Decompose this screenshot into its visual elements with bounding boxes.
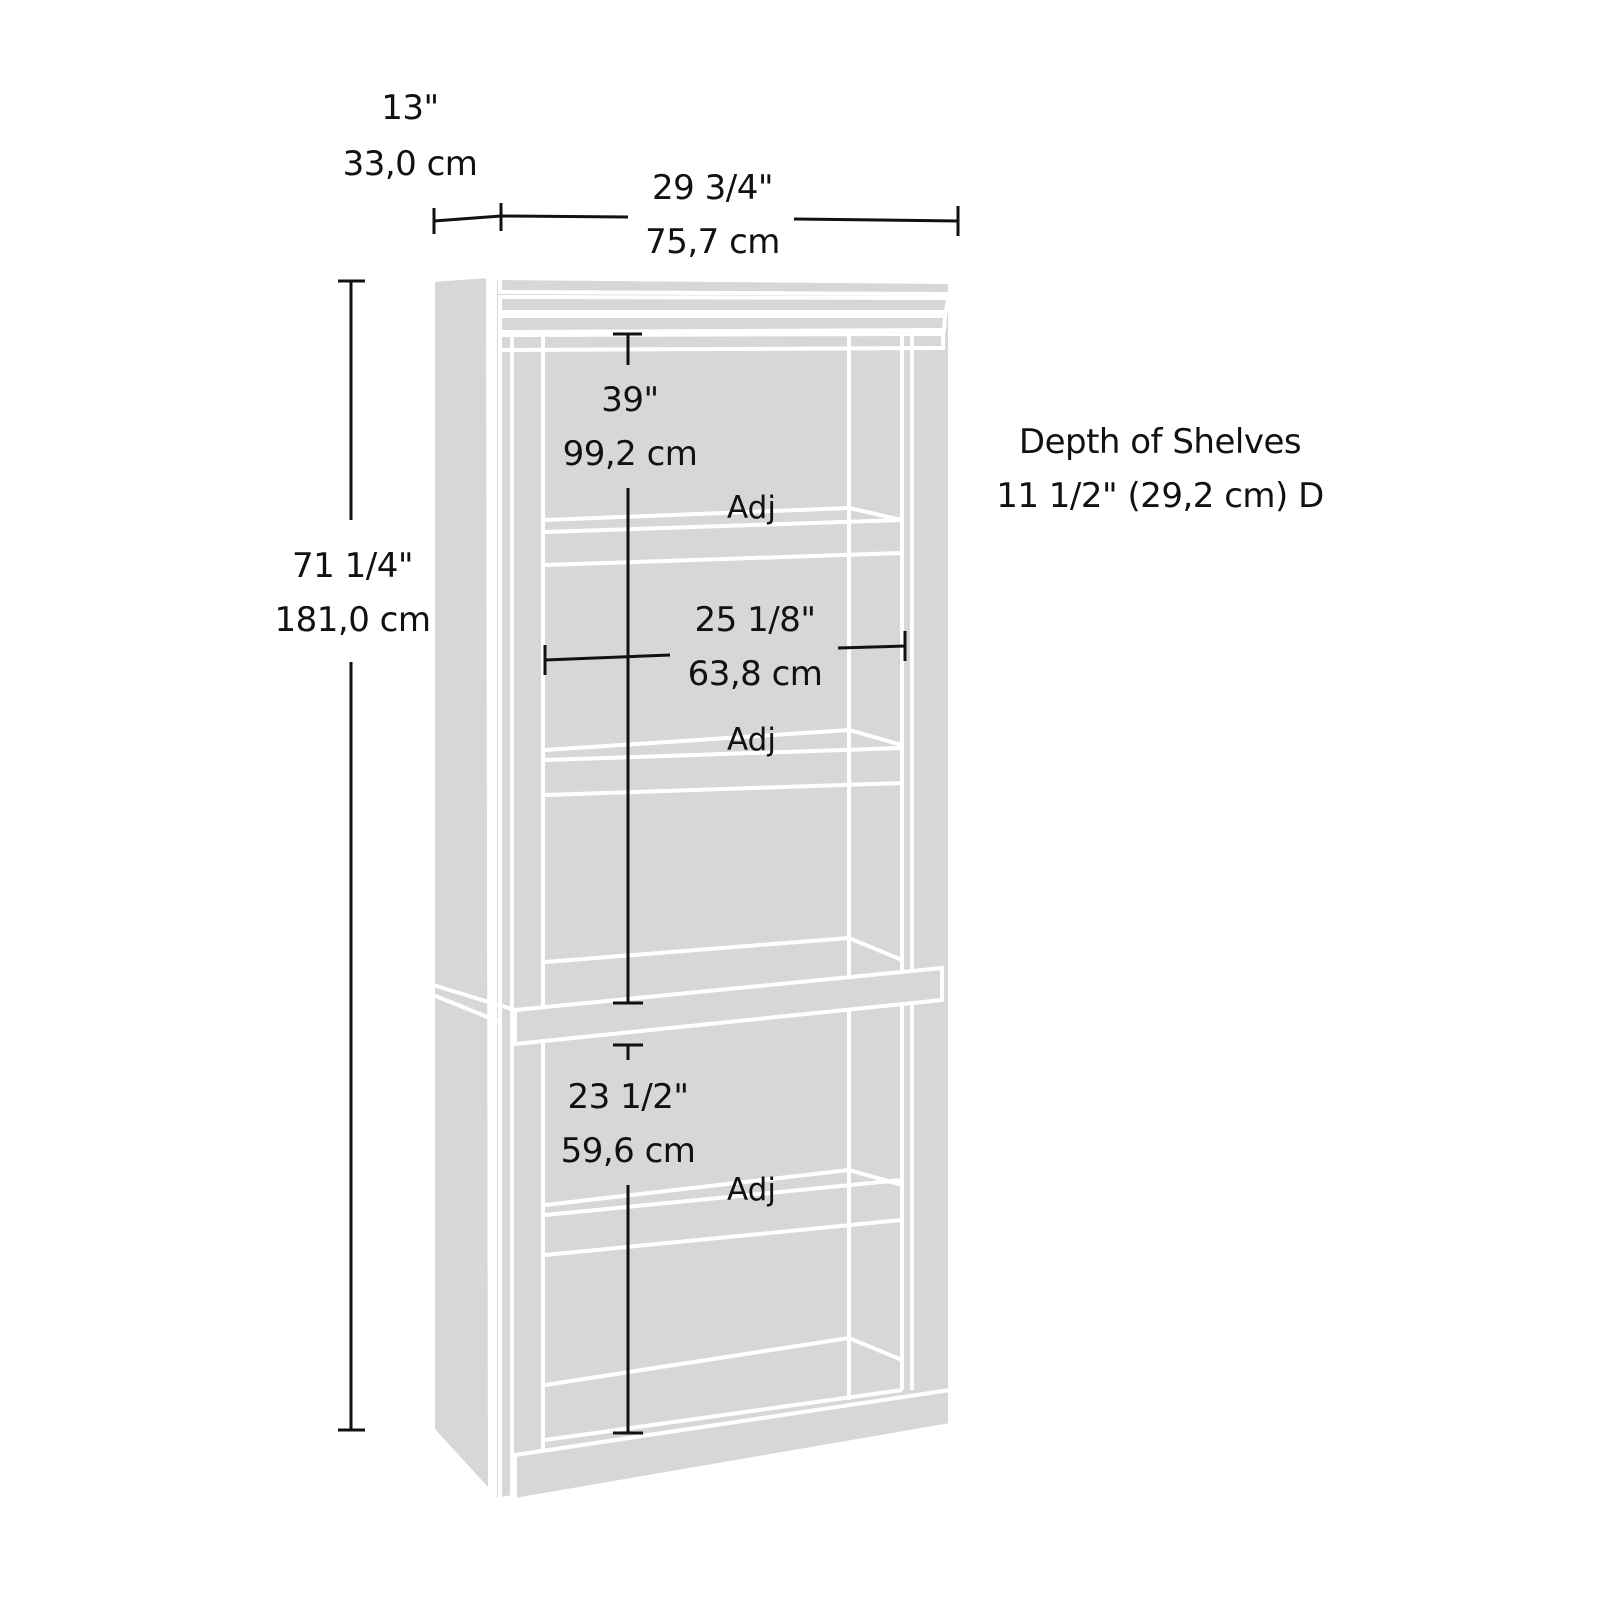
shelf-depth-title: Depth of Shelves — [1018, 422, 1302, 462]
lower-opening-metric: 59,6 cm — [560, 1131, 696, 1171]
depth-metric: 33,0 cm — [342, 144, 478, 184]
dimension-lines — [338, 203, 960, 1435]
shelf-depth-value: 11 1/2" (29,2 cm) D — [996, 476, 1324, 516]
crown-top — [498, 275, 952, 297]
height-imperial: 71 1/4" — [292, 546, 413, 586]
upper-opening-imperial: 39" — [601, 380, 659, 420]
inner-width-metric: 63,8 cm — [687, 654, 823, 694]
width-imperial: 29 3/4" — [652, 168, 773, 208]
depth-dimension-label: 13" 33,0 cm — [335, 88, 485, 184]
inner-width-dimension-label: 25 1/8" 63,8 cm — [670, 600, 840, 694]
middle-rail — [513, 965, 944, 1047]
shelf-depth-note: Depth of Shelves 11 1/2" (29,2 cm) D — [995, 422, 1325, 516]
crown-band-2 — [498, 314, 948, 335]
base-plinth — [513, 1387, 952, 1503]
lower-opening-dimension-label: 23 1/2" 59,6 cm — [548, 1077, 708, 1171]
adjustable-shelf-label-3: Adj — [727, 1172, 776, 1208]
crown-band-3 — [498, 331, 945, 353]
crown-band-1 — [498, 294, 951, 314]
width-dimension-label: 29 3/4" 75,7 cm — [630, 168, 795, 262]
upper-opening-metric: 99,2 cm — [562, 434, 698, 474]
upper-opening-dimension-label: 39" 99,2 cm — [550, 380, 710, 474]
depth-imperial: 13" — [381, 88, 439, 128]
lower-opening-imperial: 23 1/2" — [567, 1077, 689, 1117]
bookcase-drawing — [431, 273, 952, 1503]
width-metric: 75,7 cm — [645, 222, 780, 262]
adjustable-shelf-label-1: Adj — [727, 490, 776, 526]
inner-width-imperial: 25 1/8" — [694, 600, 816, 640]
height-dimension-label: 71 1/4" 181,0 cm — [270, 546, 435, 640]
height-metric: 181,0 cm — [274, 600, 431, 640]
side-panel — [431, 273, 493, 1498]
adjustable-shelf-label-2: Adj — [727, 722, 776, 758]
